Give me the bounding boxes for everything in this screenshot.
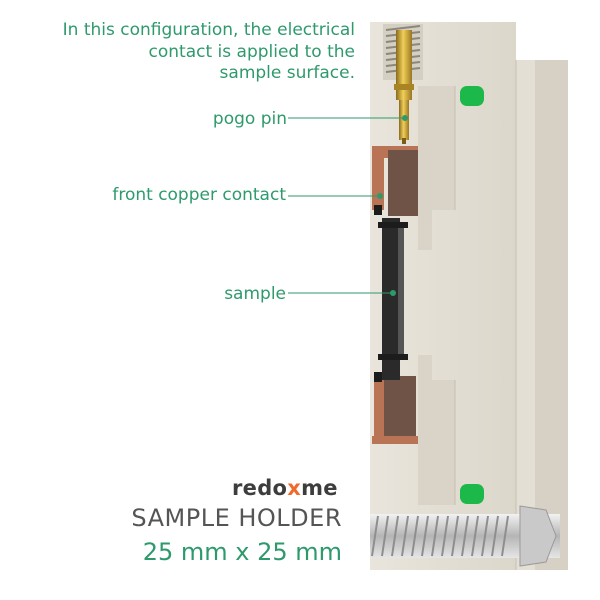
holder-body — [370, 22, 568, 570]
brand-highlight: x — [287, 476, 302, 500]
sample-label: sample — [224, 284, 286, 304]
intro-line-1: In this configuration, the electrical — [62, 20, 355, 40]
front-copper-contact-label: front copper contact — [112, 185, 286, 205]
sample — [374, 205, 408, 382]
leader-lines — [288, 115, 408, 296]
product-dimensions: 25 mm x 25 mm — [142, 538, 342, 566]
front-copper-contact — [372, 146, 418, 444]
pogo-pin-label: pogo pin — [212, 109, 287, 129]
o-rings — [460, 86, 484, 504]
product-title: SAMPLE HOLDER — [131, 504, 342, 532]
screw — [370, 505, 560, 567]
intro-line-3: sample surface. — [219, 63, 355, 83]
intro-line-2: contact is applied to the — [148, 41, 355, 62]
brand-suffix: me — [301, 476, 338, 500]
brand-prefix: redo — [232, 476, 288, 500]
intro-annotation: In this configuration, the electrical co… — [25, 20, 355, 85]
brand-logo: redoxme — [232, 476, 338, 500]
